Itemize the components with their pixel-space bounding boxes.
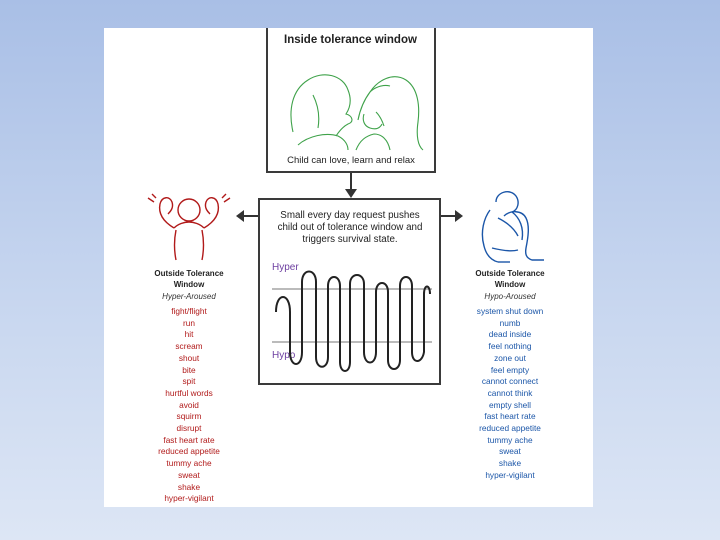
tolerance-window-box: Inside tolerance window Child can love, … [266,28,436,173]
survival-state-box: Small every day request pushes child out… [258,198,441,385]
left-panel-heading: Outside Tolerance Window [134,268,244,290]
flexing-figure-icon [144,192,234,262]
list-item: feel nothing [455,341,565,353]
arrow-right-icon [441,209,463,223]
slide: Inside tolerance window Child can love, … [104,28,593,507]
list-item: dead inside [455,329,565,341]
embrace-illustration [278,50,428,150]
right-panel-heading: Outside Tolerance Window [455,268,565,290]
list-item: tummy ache [455,435,565,447]
list-item: shout [134,353,244,365]
top-box-caption: Child can love, learn and relax [268,155,434,166]
list-item: fast heart rate [134,435,244,447]
left-heading-line2: Window [134,279,244,290]
list-item: empty shell [455,400,565,412]
list-item: hyper-vigilant [134,493,244,505]
left-heading-line1: Outside Tolerance [134,268,244,279]
list-item: run [134,318,244,330]
right-heading-line2: Window [455,279,565,290]
list-item: hit [134,329,244,341]
arousal-wave [272,272,432,372]
list-item: cannot think [455,388,565,400]
right-panel-subheading: Hypo-Aroused [455,292,565,301]
list-item: avoid [134,400,244,412]
list-item: sweat [134,470,244,482]
list-item: scream [134,341,244,353]
list-item: sweat [455,446,565,458]
curled-up-figure-icon [470,188,550,268]
arrow-left-icon [236,209,258,223]
list-item: reduced appetite [455,423,565,435]
list-item: system shut down [455,306,565,318]
list-item: tummy ache [134,458,244,470]
list-item: cannot connect [455,376,565,388]
list-item: numb [455,318,565,330]
list-item: hurtful words [134,388,244,400]
top-box-title: Inside tolerance window [284,34,417,46]
list-item: squirm [134,411,244,423]
list-item: hyper-vigilant [455,470,565,482]
list-item: disrupt [134,423,244,435]
list-item: shake [134,482,244,494]
right-heading-line1: Outside Tolerance [455,268,565,279]
arrow-down-icon [344,173,358,199]
list-item: feel empty [455,365,565,377]
left-panel-subheading: Hyper-Aroused [134,292,244,301]
list-item: bite [134,365,244,377]
list-item: zone out [455,353,565,365]
request-text: Small every day request pushes child out… [270,210,430,246]
list-item: fight/flight [134,306,244,318]
list-item: fast heart rate [455,411,565,423]
list-item: shake [455,458,565,470]
list-item: spit [134,376,244,388]
list-item: reduced appetite [134,446,244,458]
